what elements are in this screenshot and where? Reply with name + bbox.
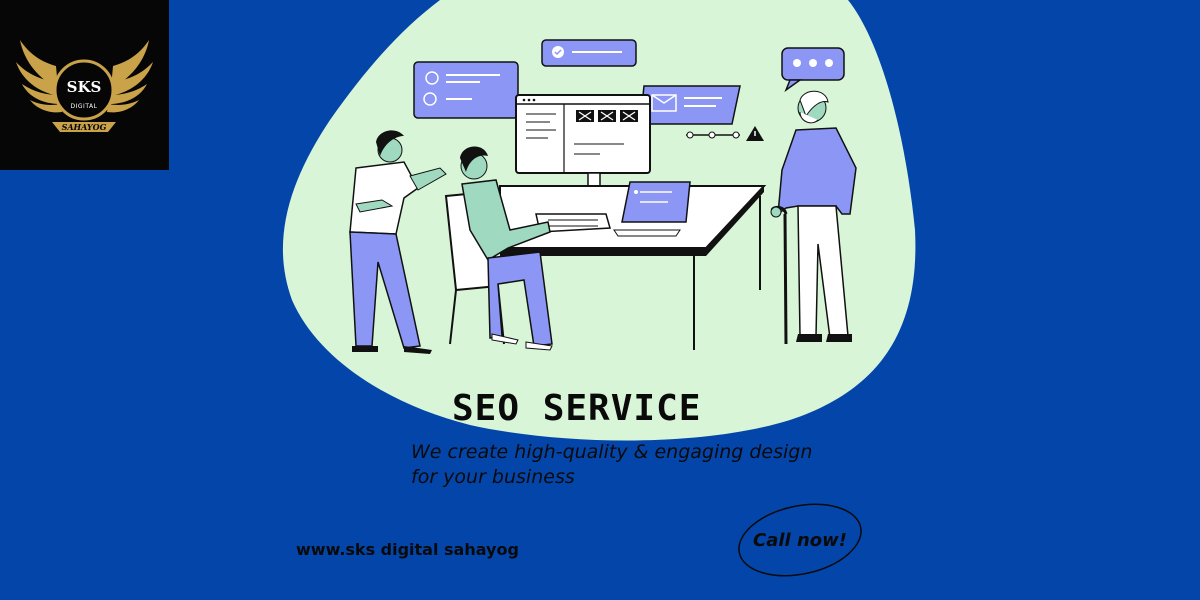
website-link[interactable]: www.sks digital sahayog bbox=[296, 540, 519, 559]
logo-line2: SAHAYOG bbox=[61, 122, 107, 132]
call-now-button[interactable]: Call now! bbox=[734, 500, 866, 580]
tablet-icon bbox=[613, 181, 691, 237]
logo-line1: DIGITAL bbox=[70, 103, 98, 110]
oval-outline-icon bbox=[738, 503, 862, 577]
page-tagline: We create high-quality & engaging design… bbox=[411, 441, 813, 488]
wings-emblem-icon bbox=[16, 40, 153, 132]
logo-brand: SKS bbox=[66, 78, 102, 96]
monitor-icon bbox=[515, 94, 651, 197]
floating-card-mail-icon bbox=[639, 85, 741, 125]
progress-slider-icon bbox=[686, 131, 740, 139]
floating-card-check-icon bbox=[541, 39, 637, 67]
page-headline: SEO SERVICE bbox=[452, 388, 702, 429]
call-now-label: Call now! bbox=[753, 530, 847, 551]
person-seated bbox=[444, 146, 553, 351]
person-standing-left bbox=[349, 130, 447, 354]
chat-bubble-icon bbox=[781, 47, 845, 93]
warning-icon bbox=[746, 126, 764, 141]
person-elder-with-cane bbox=[770, 90, 857, 345]
brand-logo[interactable]: SKS DIGITAL SAHAYOG bbox=[0, 0, 169, 170]
floating-card-list-icon bbox=[413, 61, 519, 119]
